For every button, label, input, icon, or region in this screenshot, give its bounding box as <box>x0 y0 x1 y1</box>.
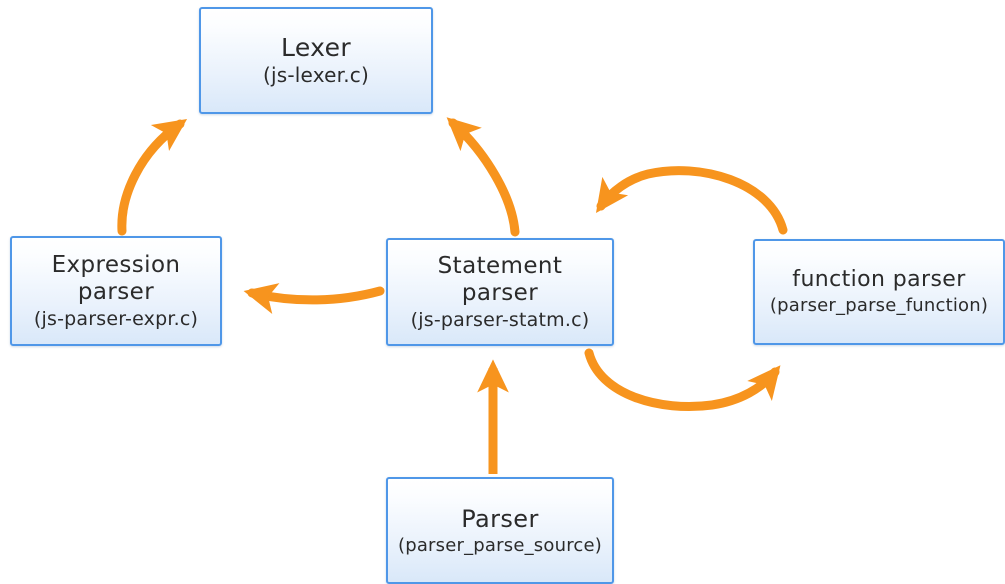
node-parser-title: Parser <box>461 504 539 533</box>
node-lexer[interactable]: Lexer (js-lexer.c) <box>199 7 433 114</box>
node-lexer-subtitle: (js-lexer.c) <box>263 63 369 88</box>
node-statement-parser-title: Statement parser <box>437 252 563 306</box>
node-statement-parser-subtitle: (js-parser-statm.c) <box>410 308 590 331</box>
node-lexer-title: Lexer <box>280 32 352 62</box>
arrow-function-parser-to-statement-parser <box>595 166 788 235</box>
node-function-parser-subtitle: (parser_parse_function) <box>769 295 989 317</box>
arrow-statement-parser-to-expression-parser <box>243 283 385 314</box>
node-statement-parser[interactable]: Statement parser (js-parser-statm.c) <box>386 238 614 346</box>
node-expression-parser-subtitle: (js-parser-expr.c) <box>33 307 199 330</box>
node-parser-subtitle: (parser_parse_source) <box>397 535 603 557</box>
node-expression-parser-title: Expression parser <box>51 251 181 305</box>
arrow-statement-parser-to-lexer <box>446 117 520 237</box>
arrow-statement-parser-to-function-parser <box>584 348 781 412</box>
node-function-parser-title: function parser <box>792 267 966 293</box>
node-function-parser[interactable]: function parser (parser_parse_function) <box>753 239 1005 345</box>
node-parser[interactable]: Parser (parser_parse_source) <box>386 477 614 584</box>
node-expression-parser[interactable]: Expression parser (js-parser-expr.c) <box>10 236 222 346</box>
arrow-expression-parser-to-lexer <box>117 119 188 236</box>
